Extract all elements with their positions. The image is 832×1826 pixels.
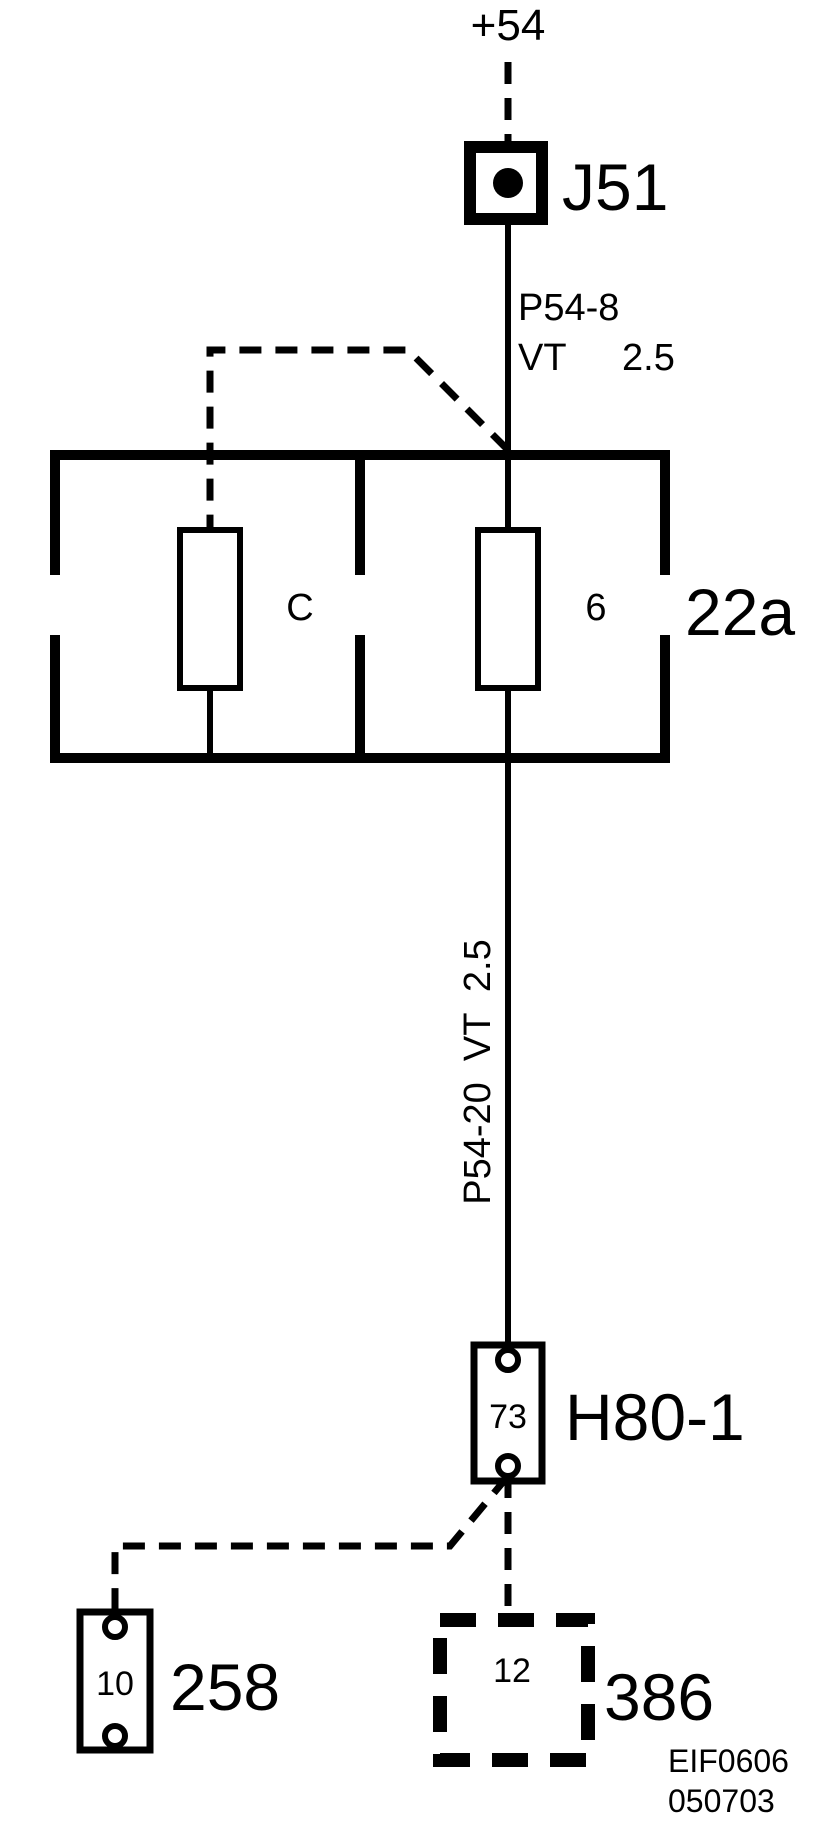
component-258-pin-bottom [102,1723,128,1749]
branch-to-258-dashed [111,1473,511,1612]
connector-h80-pin-bottom [495,1453,521,1479]
drawing-ref-code: EIF0606 [668,1743,789,1779]
junction-j51-dot [493,168,523,198]
junction-j51-label: J51 [562,150,668,224]
drawing-ref-date: 050703 [668,1783,775,1819]
component-386-label: 386 [604,1660,714,1734]
component-386-box [433,1613,595,1767]
wire-top-size: 2.5 [622,337,675,379]
fuse-6-label: 6 [585,587,606,629]
wire-top-color: VT [518,337,567,379]
component-258-pin-label: 10 [96,1665,134,1703]
wire-top-id: P54-8 [518,287,619,329]
component-258-label: 258 [170,1650,280,1724]
fuse-c-label: C [286,587,313,629]
connector-h80-label: H80-1 [565,1380,745,1454]
supply-label: +54 [471,1,546,50]
component-386-pin-label: 12 [493,1652,531,1690]
component-258-pin-top [102,1614,128,1640]
connector-h80-pin-top [495,1347,521,1373]
fuse-c-element [177,527,243,691]
connector-h80-pin-label: 73 [489,1398,527,1436]
fuse-6-element [475,527,541,691]
wire-bottom-annotation: P54-20 VT 2.5 [457,939,499,1204]
fuse-box-label: 22a [685,575,795,649]
